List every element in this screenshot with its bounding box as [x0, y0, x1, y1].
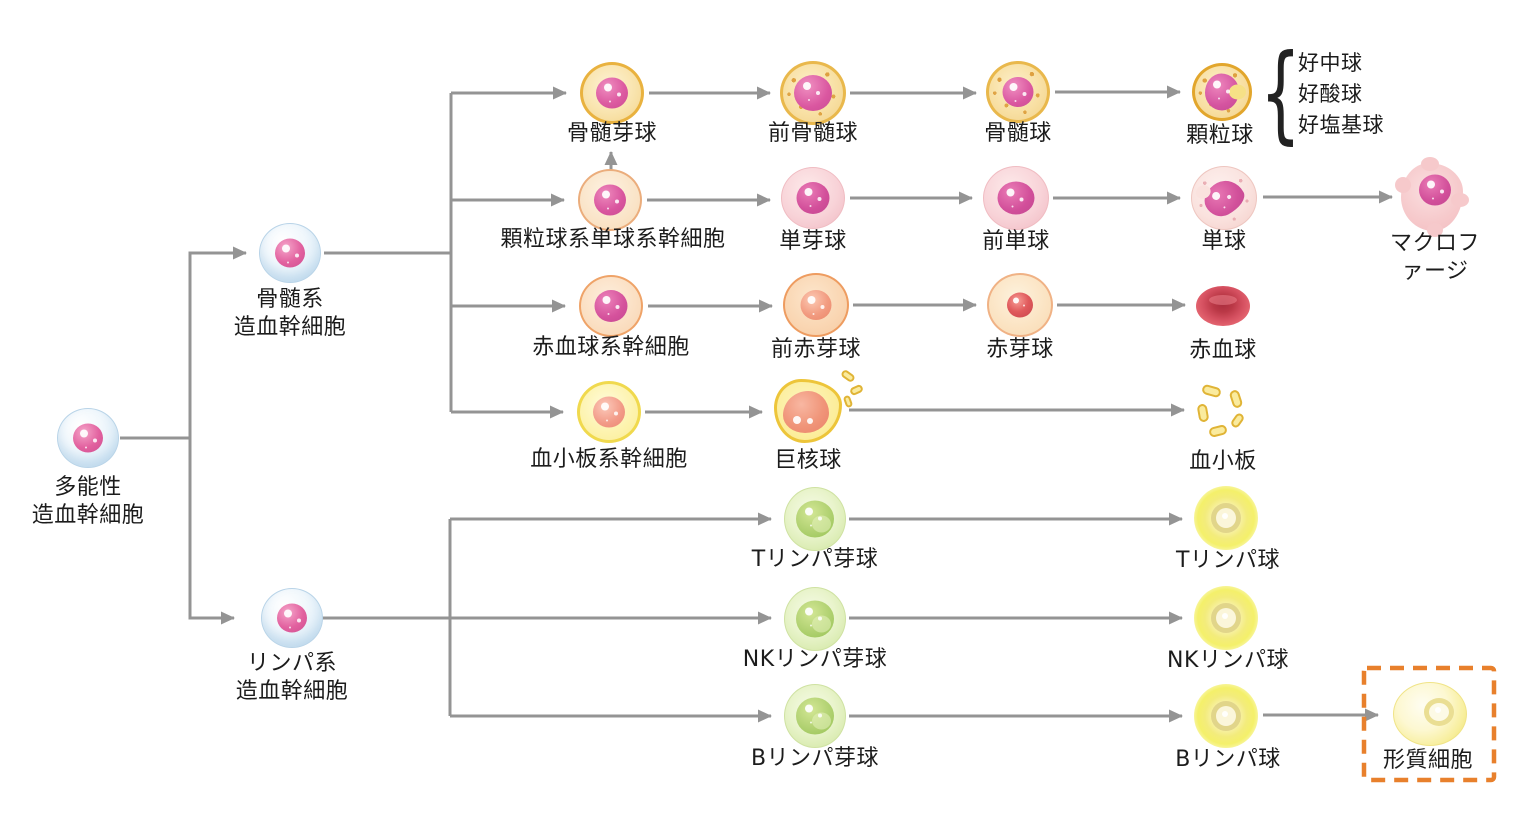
platelet	[1229, 411, 1246, 430]
nucleus	[794, 75, 832, 111]
label-plasma: 形質細胞	[1382, 748, 1474, 773]
cell-pluripotent-hsc	[57, 408, 119, 468]
brace-icon: {	[1260, 30, 1302, 156]
cell-lymphoid-stem	[261, 588, 323, 648]
macrophage-pseudopod	[1427, 223, 1443, 237]
nucleus	[596, 77, 628, 109]
arrow-to-lymphoid-stem	[188, 438, 235, 625]
cell-t-lymphocyte	[1194, 486, 1258, 550]
nucleus	[277, 603, 307, 633]
cell-monoblast	[781, 167, 845, 229]
cell-myeloid-stem	[259, 223, 321, 283]
cell-plt-stem	[577, 381, 641, 443]
label-monocyte: 単球	[1201, 229, 1247, 254]
label-granulocyte: 顆粒球	[1186, 123, 1254, 148]
nucleus	[1419, 174, 1452, 206]
cell-ery-stem	[579, 275, 643, 337]
cell-promonocyte	[983, 166, 1049, 230]
label-gm-stem: 顆粒球系単球系幹細胞	[500, 227, 726, 252]
cell-b-lymphocyte	[1194, 684, 1258, 748]
macrophage-pseudopod	[1421, 157, 1439, 171]
label-monoblast: 単芽球	[779, 229, 847, 254]
cell-granulocyte	[1192, 63, 1252, 121]
cell-myelocyte	[986, 61, 1050, 123]
cell-plasma	[1393, 682, 1467, 746]
nucleus	[594, 184, 626, 216]
nucleus	[1211, 603, 1241, 633]
platelet	[1208, 423, 1228, 439]
nucleus	[796, 500, 834, 538]
nucleus	[1205, 73, 1246, 111]
cell-t-lymphoblast	[784, 487, 846, 551]
label-nk-lymphocyte: NKリンパ球	[1167, 648, 1289, 673]
nucleus	[593, 396, 625, 428]
nucleus	[1424, 697, 1455, 726]
cell-monocyte	[1191, 166, 1257, 230]
cell-b-lymphoblast	[784, 684, 846, 748]
plasma-cell-highlight-box	[1361, 665, 1497, 783]
label-erythroblast: 赤芽球	[986, 337, 1054, 362]
label-t-lymphocyte: Tリンパ球	[1176, 548, 1280, 573]
nucleus	[1007, 292, 1033, 318]
cell-nk-lymphocyte	[1194, 586, 1258, 650]
cell-platelets	[1194, 383, 1252, 441]
label-promonocyte: 前単球	[982, 229, 1050, 254]
cell-proerythroblast	[783, 273, 849, 337]
nucleus	[275, 238, 305, 268]
label-rbc: 赤血球	[1189, 338, 1257, 363]
label-neutrophil: 好中球	[1298, 51, 1363, 75]
nucleus	[1211, 503, 1241, 533]
platelet	[1228, 388, 1244, 410]
nucleus	[782, 391, 829, 434]
platelet	[1196, 403, 1210, 423]
nucleus	[997, 181, 1035, 215]
label-t-lymphoblast: Tリンパ芽球	[751, 547, 879, 572]
arrow-to-myeloid-stem	[188, 246, 247, 438]
label-b-lymphocyte: Bリンパ球	[1175, 747, 1281, 772]
label-plt-stem: 血小板系幹細胞	[530, 447, 688, 472]
nucleus	[73, 423, 103, 453]
nucleus	[1198, 174, 1250, 222]
cell-gm-stem	[578, 169, 642, 231]
label-pluripotent-hsc: 多能性 造血幹細胞	[31, 475, 145, 528]
label-b-lymphoblast: Bリンパ芽球	[750, 746, 880, 771]
cell-myeloblast	[580, 62, 644, 124]
nucleus	[796, 182, 830, 214]
macrophage-pseudopod	[1395, 177, 1411, 193]
cell-promyelocyte	[780, 61, 846, 125]
nucleus	[796, 697, 834, 735]
label-megakaryocyte: 巨核球	[774, 448, 842, 473]
label-myeloblast: 骨髄芽球	[566, 121, 658, 146]
label-basophil: 好塩基球	[1298, 113, 1384, 137]
label-macrophage: マクロファージ	[1389, 231, 1480, 284]
label-myelocyte: 骨髄球	[984, 121, 1052, 146]
nucleus	[800, 290, 832, 320]
label-platelets: 血小板	[1189, 449, 1257, 474]
macrophage-pseudopod	[1451, 193, 1469, 207]
label-proerythroblast: 前赤芽球	[770, 337, 862, 362]
platelet	[1200, 383, 1223, 399]
label-eosinophil: 好酸球	[1298, 82, 1363, 106]
label-ery-stem: 赤血球系幹細胞	[532, 335, 690, 360]
cell-erythroblast	[987, 273, 1053, 337]
label-promyelocyte: 前骨髄球	[767, 121, 859, 146]
nucleus	[1002, 77, 1034, 107]
cell-nk-lymphoblast	[784, 587, 846, 651]
label-myeloid-stem: 骨髄系 造血幹細胞	[233, 287, 347, 340]
cell-macrophage	[1395, 157, 1469, 237]
cell-rbc	[1196, 286, 1250, 326]
nucleus	[1211, 701, 1241, 731]
nucleus	[594, 290, 628, 322]
label-lymphoid-stem: リンパ系 造血幹細胞	[235, 651, 349, 704]
nucleus	[796, 600, 834, 638]
label-nk-lymphoblast: NKリンパ芽球	[742, 647, 888, 672]
